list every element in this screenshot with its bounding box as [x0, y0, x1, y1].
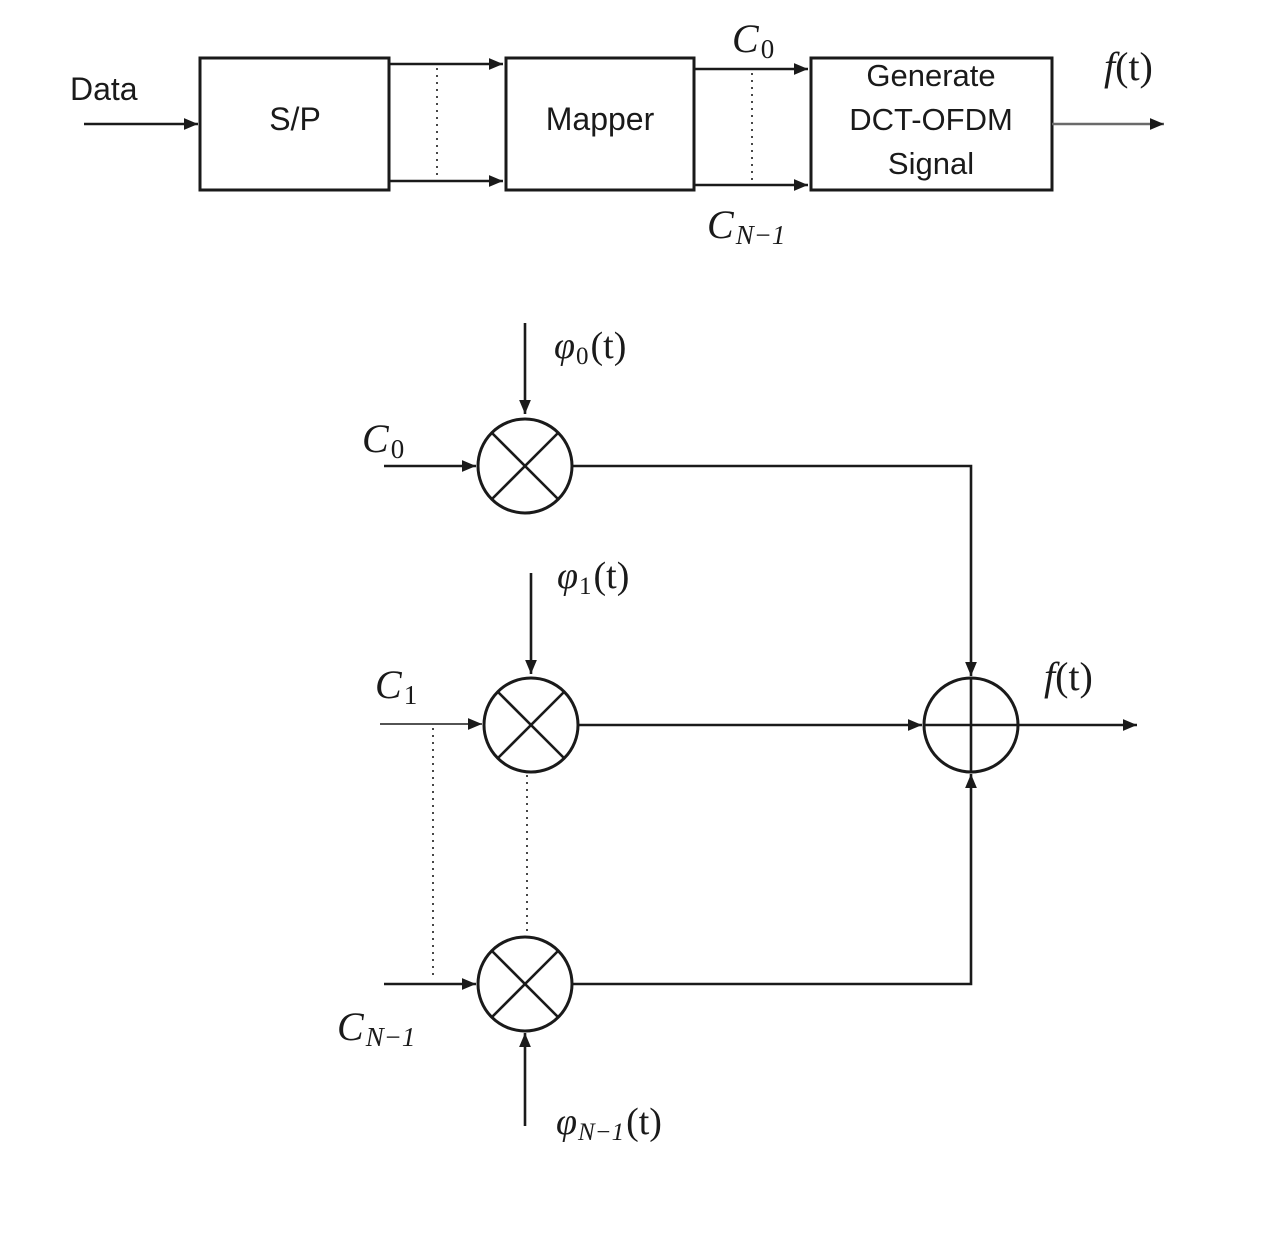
branchn1-to-adder-wire	[572, 774, 977, 986]
mapper-label: Mapper	[546, 101, 655, 137]
multiplier-1	[482, 676, 580, 774]
summing-junction	[922, 676, 1020, 774]
phin1-label: φN−1(t)	[556, 1101, 662, 1146]
transmitter-block-diagram: Data S/P Mapper C0 CN−1 Generate DCT-OFD…	[70, 16, 1164, 250]
generator-label-line-1: Generate	[866, 58, 995, 93]
branch0-to-adder-wire	[572, 464, 977, 676]
phi0-label: φ0(t)	[554, 325, 626, 370]
multiplier-n-1	[476, 935, 574, 1033]
cn1-label: CN−1	[337, 1004, 415, 1052]
c0-label: C0	[362, 416, 404, 464]
bottom-output-label: f(t)	[1044, 654, 1093, 699]
dct-ofdm-modulator-diagram: φ0(t) C0 φ1(t) C1 CN−1 φ	[337, 323, 1137, 1146]
generator-label-line-3: Signal	[888, 146, 974, 181]
generator-label-line-2: DCT-OFDM	[849, 102, 1013, 137]
top-c0-label: C0	[732, 16, 774, 64]
sp-label: S/P	[269, 101, 321, 137]
sp-block	[198, 56, 391, 192]
data-input-label: Data	[70, 71, 138, 107]
mapper-block	[504, 56, 696, 192]
top-cn1-label: CN−1	[707, 202, 785, 250]
phi1-label: φ1(t)	[557, 555, 629, 600]
top-output-label: f(t)	[1104, 44, 1153, 89]
multiplier-0	[476, 417, 574, 515]
c1-label: C1	[375, 662, 417, 710]
